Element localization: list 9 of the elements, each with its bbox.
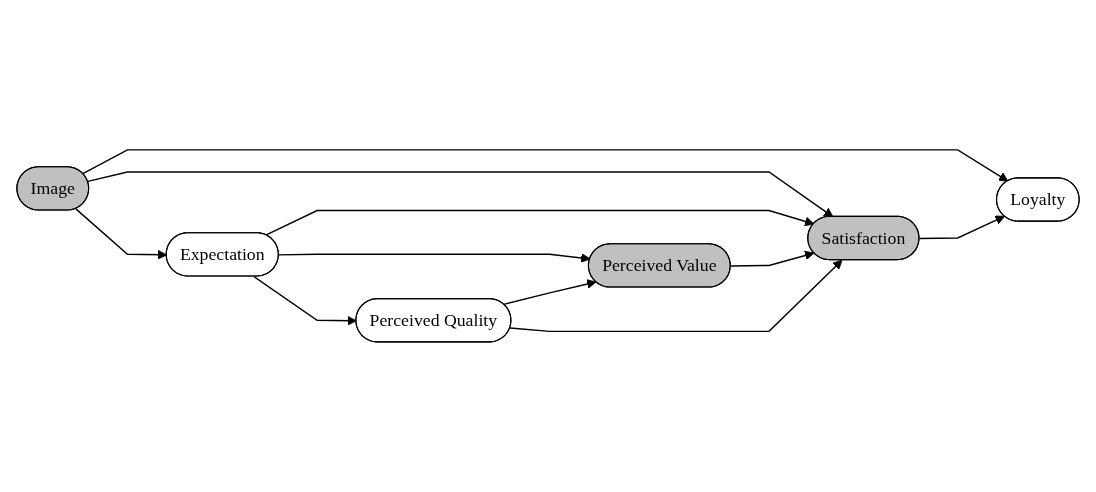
arrow [253, 275, 357, 326]
arrow [730, 250, 815, 267]
arrow [509, 259, 843, 333]
arrow [82, 149, 1009, 182]
arrow [503, 279, 597, 306]
arrow [278, 253, 591, 263]
arrow [918, 215, 1005, 240]
arrow [87, 171, 834, 218]
arrow [265, 209, 815, 236]
